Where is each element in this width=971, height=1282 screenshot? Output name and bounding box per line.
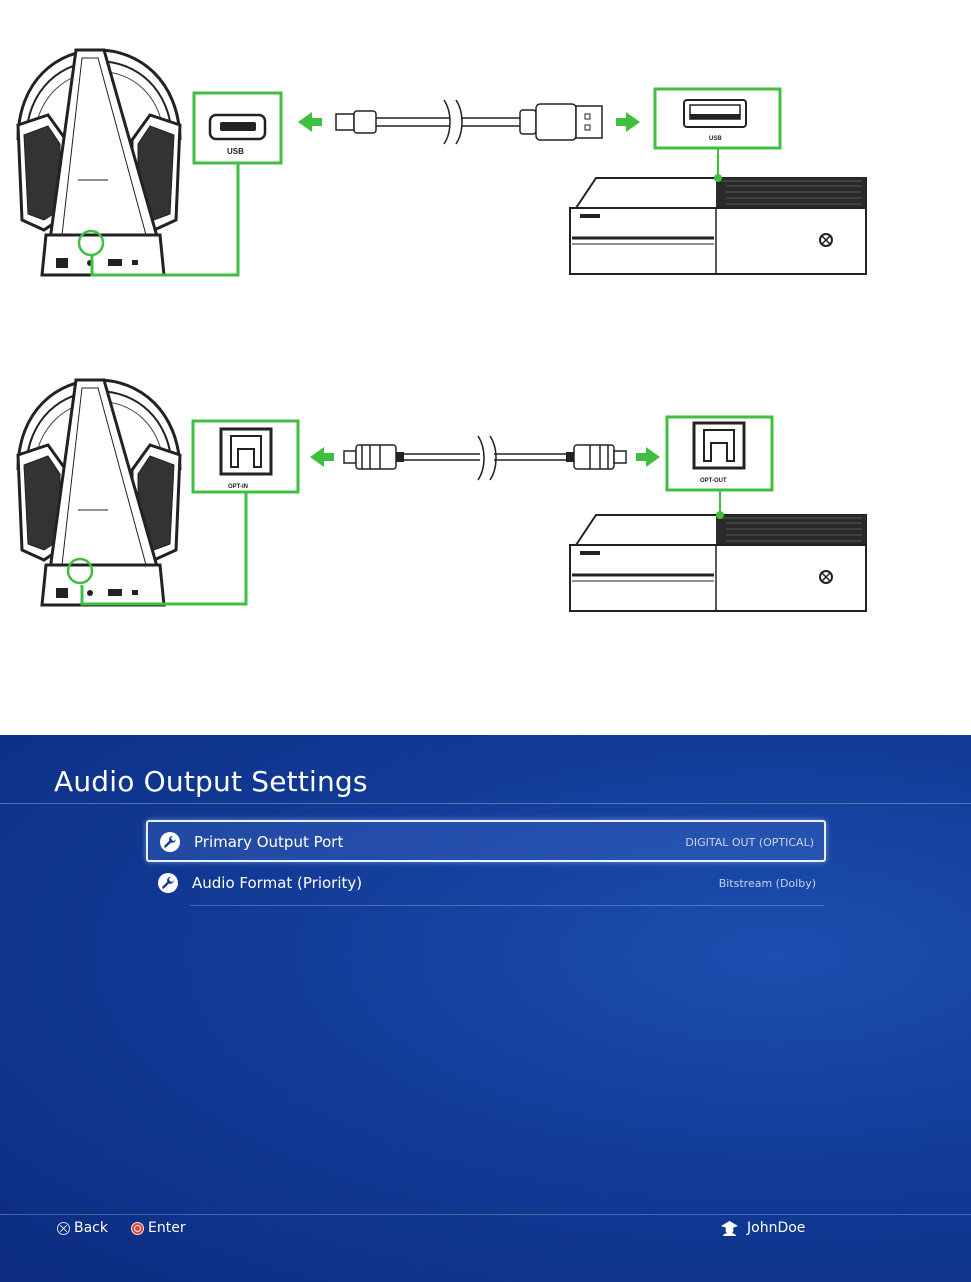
wrench-icon <box>160 832 180 852</box>
primary-output-port-label: Primary Output Port <box>194 833 343 851</box>
audio-format-priority-label: Audio Format (Priority) <box>192 874 362 892</box>
user-icon <box>720 1220 739 1236</box>
row-divider <box>190 905 824 906</box>
enter-label: Enter <box>148 1220 186 1236</box>
arrow-left-icon <box>298 112 322 132</box>
enter-hint[interactable]: Enter <box>131 1220 186 1236</box>
headset-stand-illustration <box>18 50 180 275</box>
primary-output-port-value: DIGITAL OUT (OPTICAL) <box>685 836 814 849</box>
diagram-svg: USB USB OPT-IN OPT-OUT <box>0 0 971 735</box>
console-illustration-optical <box>570 515 866 611</box>
primary-output-port-item[interactable]: Primary Output Port DIGITAL OUT (OPTICAL… <box>146 820 826 862</box>
console-usb-port-label: USB <box>709 136 722 142</box>
title-divider <box>0 803 971 804</box>
console-illustration <box>570 178 866 274</box>
stand-optical-port-label: OPT-IN <box>228 484 248 490</box>
username: JohnDoe <box>747 1220 805 1236</box>
user-indicator: JohnDoe <box>720 1220 805 1236</box>
audio-output-settings-screen: Audio Output Settings Primary Output Por… <box>0 735 971 1282</box>
cross-button-icon <box>57 1222 70 1235</box>
arrow-right-icon <box>616 112 640 132</box>
audio-format-priority-item[interactable]: Audio Format (Priority) Bitstream (Dolby… <box>146 863 826 905</box>
footer-divider <box>0 1214 971 1215</box>
circle-button-icon <box>131 1222 144 1235</box>
back-label: Back <box>74 1220 108 1236</box>
arrow-left-icon <box>310 447 334 467</box>
headset-stand-illustration-optical <box>18 380 180 605</box>
arrow-right-icon <box>636 447 660 467</box>
page-title: Audio Output Settings <box>54 765 368 798</box>
connection-diagram: USB USB OPT-IN OPT-OUT <box>0 0 971 735</box>
audio-format-priority-value: Bitstream (Dolby) <box>719 877 816 890</box>
wrench-icon <box>158 873 178 893</box>
stand-usb-port-label: USB <box>227 147 244 156</box>
console-optical-port-label: OPT-OUT <box>700 478 727 484</box>
back-hint[interactable]: Back <box>57 1220 108 1236</box>
